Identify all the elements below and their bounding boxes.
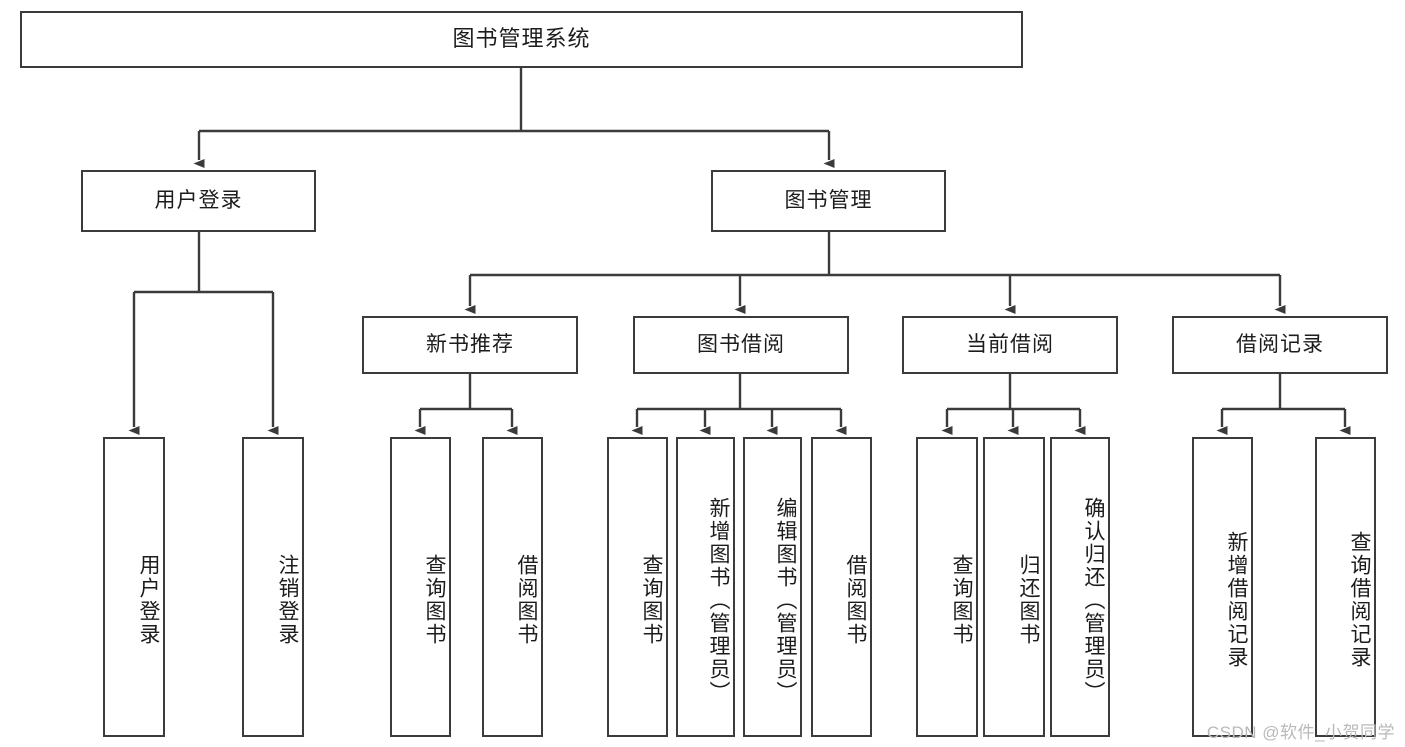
leaf-query-books-recommend[interactable]: 查询图书 xyxy=(390,437,451,737)
leaf-query-books-borrow[interactable]: 查询图书 xyxy=(607,437,668,737)
node-label: 注销登录 xyxy=(276,554,299,646)
node-label: 新书推荐 xyxy=(426,333,514,357)
leaf-user-login[interactable]: 用户登录 xyxy=(103,437,165,737)
node-book-management[interactable]: 图书管理 xyxy=(711,170,946,232)
leaf-borrow-books-recommend[interactable]: 借阅图书 xyxy=(482,437,543,737)
node-label: 查询借阅记录 xyxy=(1348,531,1371,669)
node-label: 新增图书（管理员） xyxy=(707,496,730,704)
node-label: 新增借阅记录 xyxy=(1225,531,1248,669)
node-label: 用户登录 xyxy=(154,189,243,213)
leaf-query-books-current[interactable]: 查询图书 xyxy=(916,437,978,737)
node-label: 图书借阅 xyxy=(697,333,785,357)
node-label: 归还图书 xyxy=(1017,554,1040,646)
leaf-edit-book-admin[interactable]: 编辑图书（管理员） xyxy=(743,437,802,737)
leaf-borrow-books[interactable]: 借阅图书 xyxy=(811,437,872,737)
node-label: 借阅记录 xyxy=(1236,333,1324,357)
node-label: 图书管理系统 xyxy=(452,26,591,52)
node-root-book-management-system[interactable]: 图书管理系统 xyxy=(20,11,1023,68)
node-label: 查询图书 xyxy=(423,554,446,646)
node-label: 当前借阅 xyxy=(966,333,1054,357)
node-label: 确认归还（管理员） xyxy=(1082,496,1105,704)
leaf-query-borrow-record[interactable]: 查询借阅记录 xyxy=(1315,437,1376,737)
node-label: 查询图书 xyxy=(950,554,973,646)
node-label: 图书管理 xyxy=(784,189,873,213)
leaf-logout[interactable]: 注销登录 xyxy=(242,437,304,737)
node-label: 查询图书 xyxy=(640,554,663,646)
node-label: 用户登录 xyxy=(137,554,160,646)
leaf-add-borrow-record[interactable]: 新增借阅记录 xyxy=(1192,437,1253,737)
node-book-borrowing[interactable]: 图书借阅 xyxy=(633,316,849,374)
leaf-confirm-return-admin[interactable]: 确认归还（管理员） xyxy=(1050,437,1110,737)
leaf-return-books[interactable]: 归还图书 xyxy=(983,437,1045,737)
node-label: 借阅图书 xyxy=(515,554,538,646)
node-new-book-recommendation[interactable]: 新书推荐 xyxy=(362,316,578,374)
node-current-borrowing[interactable]: 当前借阅 xyxy=(902,316,1118,374)
leaf-add-book-admin[interactable]: 新增图书（管理员） xyxy=(676,437,735,737)
node-label: 编辑图书（管理员） xyxy=(774,496,797,704)
watermark-text: CSDN @软件_小贺同学 xyxy=(1206,723,1395,742)
node-label: 借阅图书 xyxy=(844,554,867,646)
node-borrowing-records[interactable]: 借阅记录 xyxy=(1172,316,1388,374)
node-user-login[interactable]: 用户登录 xyxy=(81,170,316,232)
